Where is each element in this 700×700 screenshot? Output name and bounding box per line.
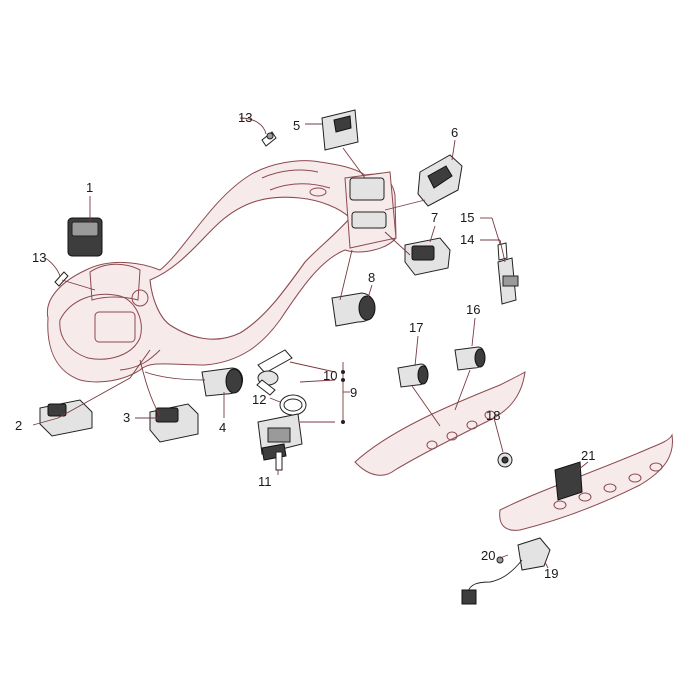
right-switch-recess-lower — [351, 211, 387, 229]
part-17-barrel — [397, 363, 429, 388]
callout-7: 7 — [431, 210, 438, 225]
callout-4: 4 — [219, 420, 226, 435]
callout-13-upper: 13 — [238, 110, 252, 125]
callout-21: 21 — [581, 448, 595, 463]
callout-20: 20 — [481, 548, 495, 563]
callout-10: 10 — [323, 368, 337, 383]
part-1-switch-cover — [67, 217, 103, 257]
part-5-cover — [321, 109, 359, 151]
part-14-15-bracket — [497, 242, 519, 305]
callout-12: 12 — [252, 392, 266, 407]
callout-11: 11 — [258, 474, 272, 489]
part-8-lock-barrel — [331, 292, 376, 327]
shield-trim — [354, 371, 674, 531]
callout-13-left: 13 — [32, 250, 46, 265]
part-6-switch-cover — [417, 154, 463, 207]
callout-1: 1 — [86, 180, 93, 195]
callout-15: 15 — [460, 210, 474, 225]
callout-5: 5 — [293, 118, 300, 133]
right-switch-recess-upper — [349, 177, 385, 201]
part-16-barrel — [454, 346, 486, 371]
part-2-switch — [39, 399, 93, 437]
callout-14: 14 — [460, 232, 474, 247]
part-4-lock-barrel — [201, 367, 243, 397]
part-10-key — [256, 349, 293, 396]
handlebar-housing — [46, 160, 397, 383]
part-7-switch — [404, 237, 451, 276]
part-13-screw-left — [54, 271, 69, 287]
part-13-screw-upper — [261, 131, 277, 147]
callout-17: 17 — [409, 320, 423, 335]
part-20-nut — [496, 556, 504, 564]
callout-labels: 1 2 3 4 5 6 7 8 9 10 11 12 13 13 14 15 1… — [15, 110, 595, 581]
part-19-sensor — [461, 537, 551, 605]
callout-18: 18 — [486, 408, 500, 423]
part-18-clip — [497, 452, 513, 468]
part-11-screw — [275, 451, 283, 471]
callout-19: 19 — [544, 566, 558, 581]
left-switch-recess — [94, 311, 136, 343]
leader-lines — [32, 117, 589, 569]
callout-16: 16 — [466, 302, 480, 317]
part-12-ring — [279, 394, 307, 416]
part-3-switch — [149, 403, 199, 443]
callout-3: 3 — [123, 410, 130, 425]
part-21-plate — [554, 461, 583, 501]
callout-8: 8 — [368, 270, 375, 285]
callout-6: 6 — [451, 125, 458, 140]
callout-9: 9 — [350, 385, 357, 400]
callout-2: 2 — [15, 418, 22, 433]
